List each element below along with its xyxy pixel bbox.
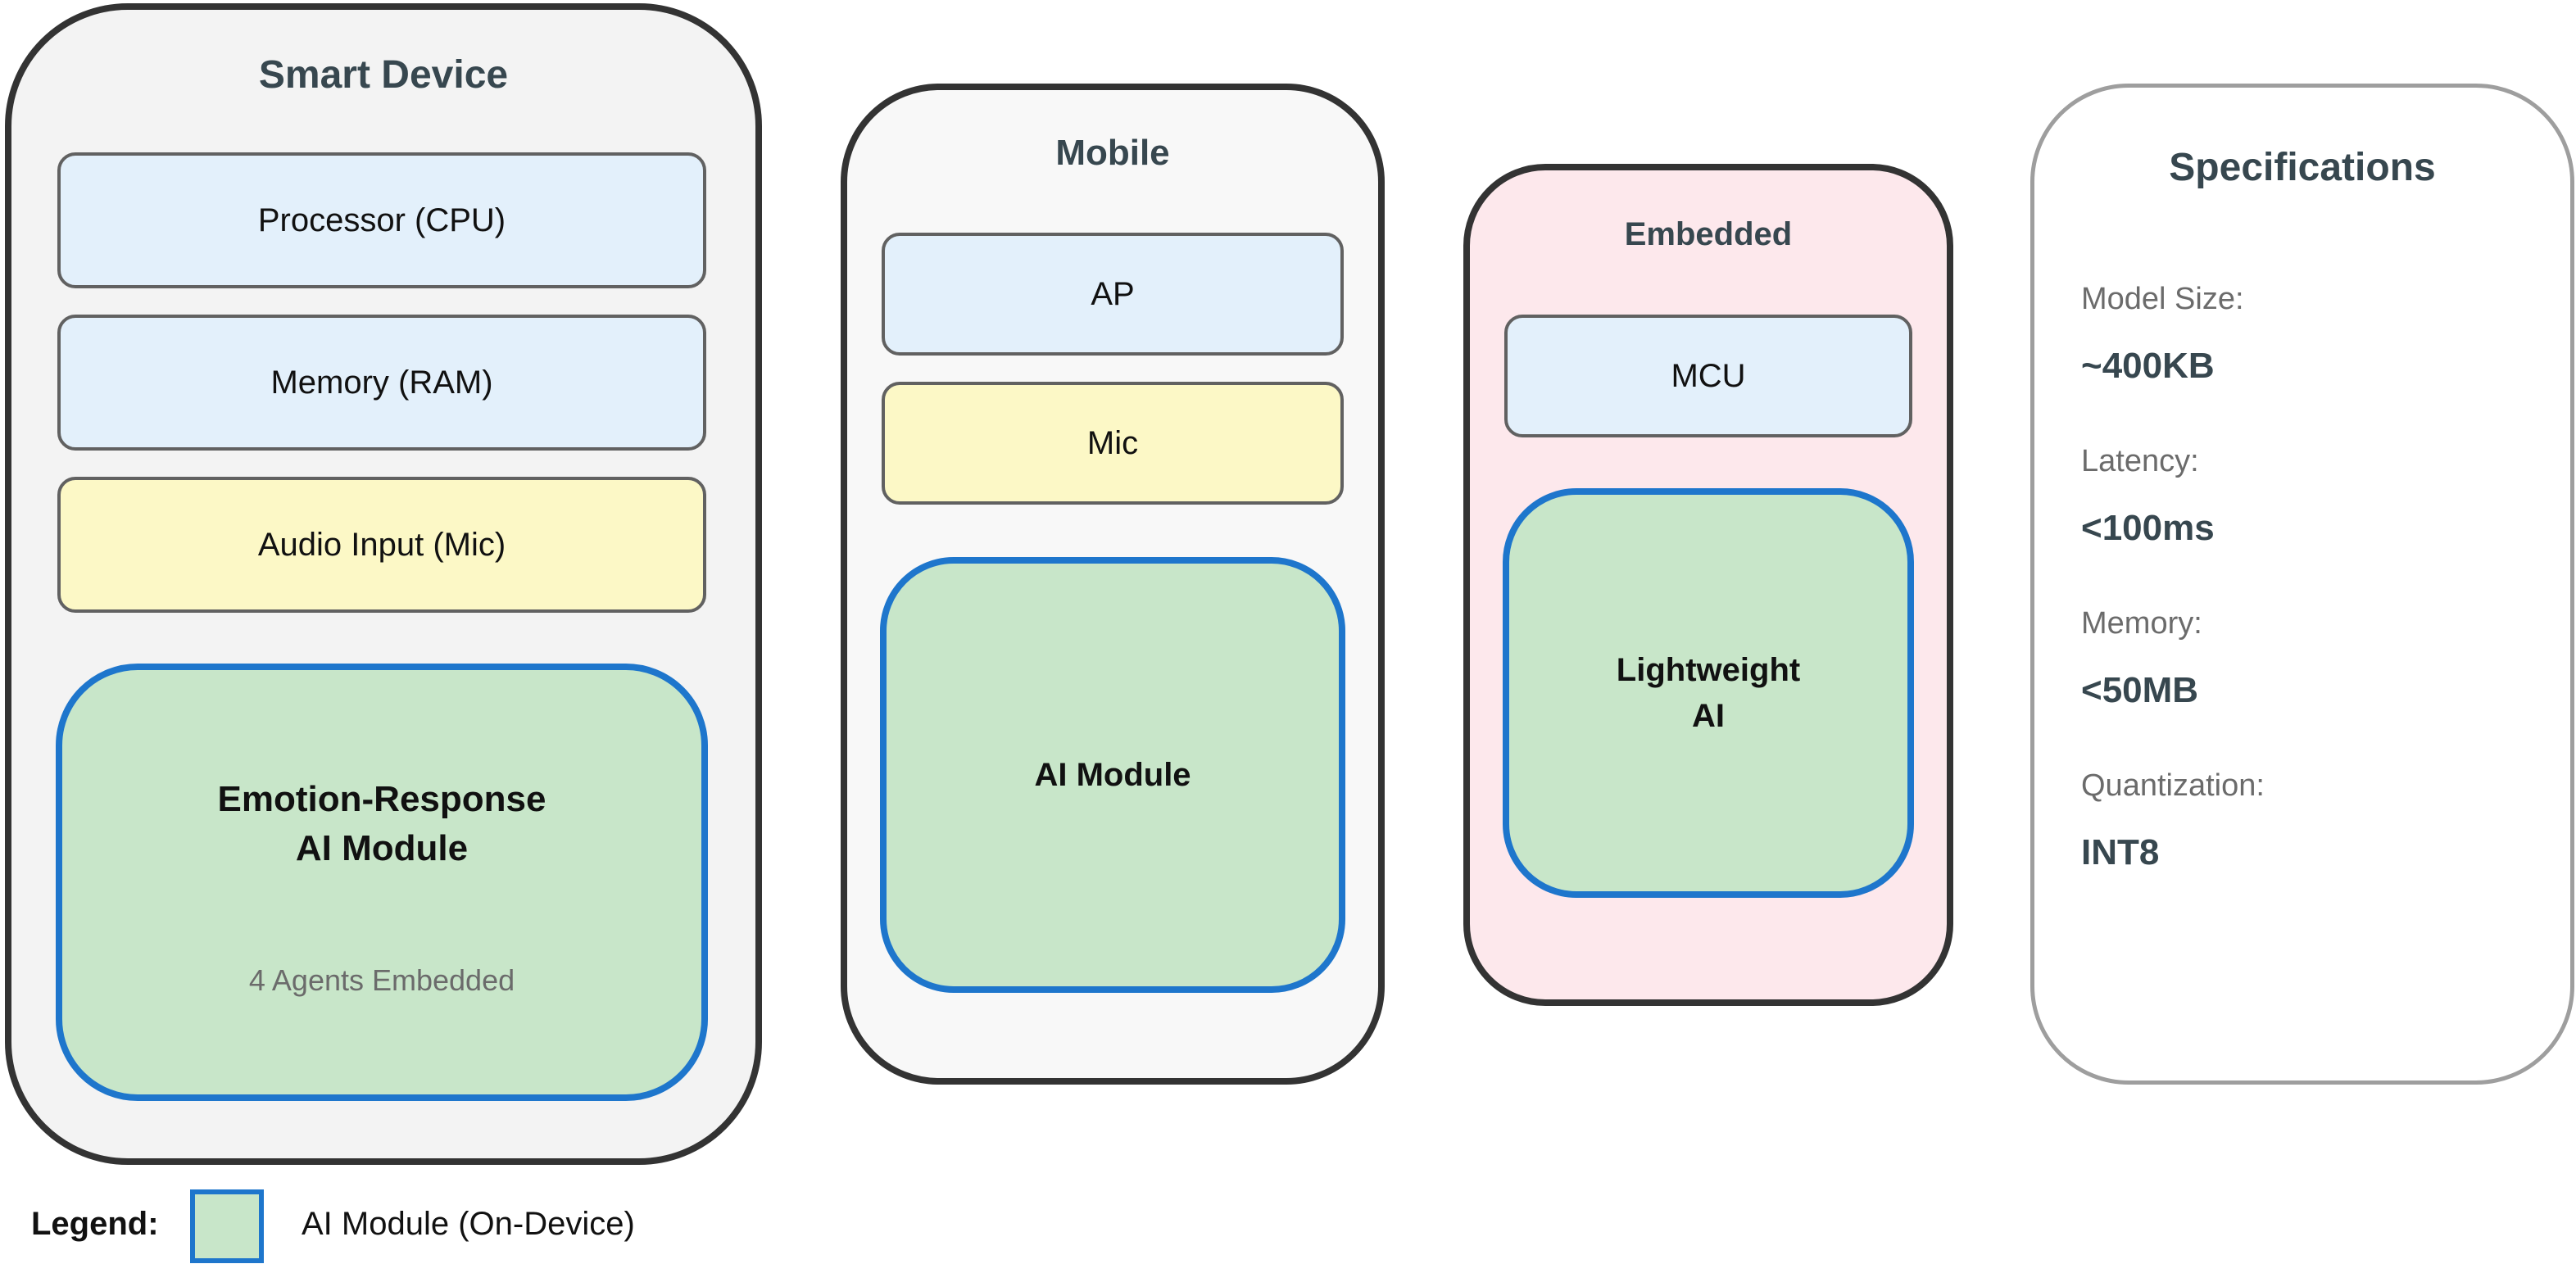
specifications-title: Specifications: [2169, 146, 2436, 189]
spec-quantization-value: INT8: [2081, 832, 2160, 872]
embedded-title: Embedded: [1624, 216, 1793, 252]
spec-model-size-label: Model Size:: [2081, 282, 2244, 316]
mcu-component: MCU: [1504, 315, 1912, 437]
emotion-response-ai-module: Emotion-Response AI Module 4 Agents Embe…: [56, 664, 708, 1101]
smart-device-title: Smart Device: [258, 53, 509, 97]
ram-component: Memory (RAM): [57, 315, 706, 451]
specifications-container: Specifications: [2030, 84, 2574, 1085]
emotion-ai-subtitle: 4 Agents Embedded: [248, 963, 515, 997]
spec-latency-value: <100ms: [2081, 508, 2215, 548]
spec-memory-value: <50MB: [2081, 670, 2199, 710]
mobile-ai-module: AI Module: [880, 557, 1345, 993]
mobile-mic-component: Mic: [882, 382, 1344, 505]
ap-component: AP: [882, 233, 1344, 356]
legend-swatch: [190, 1189, 264, 1263]
mic-component: Audio Input (Mic): [57, 477, 706, 613]
lightweight-ai-module: Lightweight AI: [1503, 488, 1914, 898]
spec-memory-label: Memory:: [2081, 606, 2202, 641]
legend-item-label: AI Module (On-Device): [302, 1206, 635, 1242]
spec-latency-label: Latency:: [2081, 444, 2199, 478]
legend-label: Legend:: [31, 1206, 159, 1242]
mobile-title: Mobile: [1055, 133, 1170, 173]
spec-model-size-value: ~400KB: [2081, 346, 2215, 386]
spec-quantization-label: Quantization:: [2081, 768, 2265, 803]
cpu-component: Processor (CPU): [57, 152, 706, 288]
emotion-ai-title: Emotion-Response AI Module: [217, 779, 546, 868]
